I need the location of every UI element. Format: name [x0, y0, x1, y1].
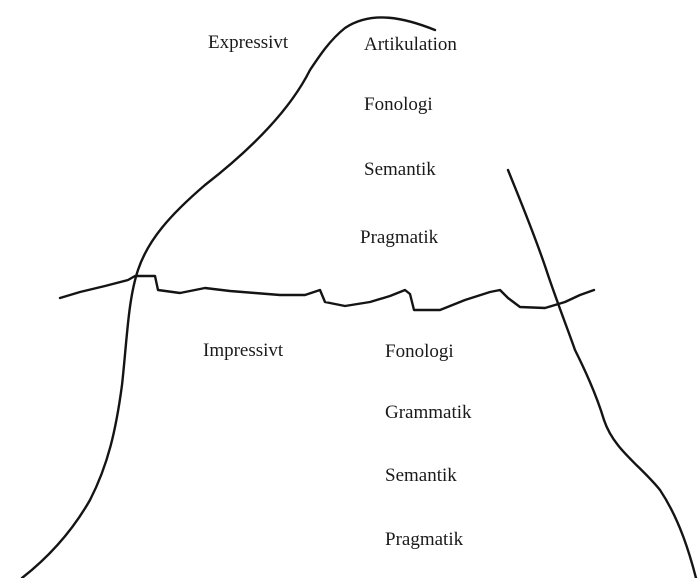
expressive-item-semantik: Semantik [364, 159, 436, 180]
impressive-item-grammatik: Grammatik [385, 402, 472, 423]
expressive-heading: Expressivt [208, 32, 289, 53]
impressive-item-semantik: Semantik [385, 465, 457, 486]
impressive-item-fonologi: Fonologi [385, 341, 454, 362]
iceberg-outline-right [506, 168, 698, 578]
waterline [58, 274, 596, 312]
iceberg-outline-left [20, 16, 437, 578]
expressive-item-pragmatik: Pragmatik [360, 227, 439, 248]
expressive-item-artikulation: Artikulation [364, 34, 457, 55]
impressive-item-pragmatik: Pragmatik [385, 529, 464, 550]
impressive-heading: Impressivt [203, 340, 284, 361]
expressive-item-fonologi: Fonologi [364, 94, 433, 115]
